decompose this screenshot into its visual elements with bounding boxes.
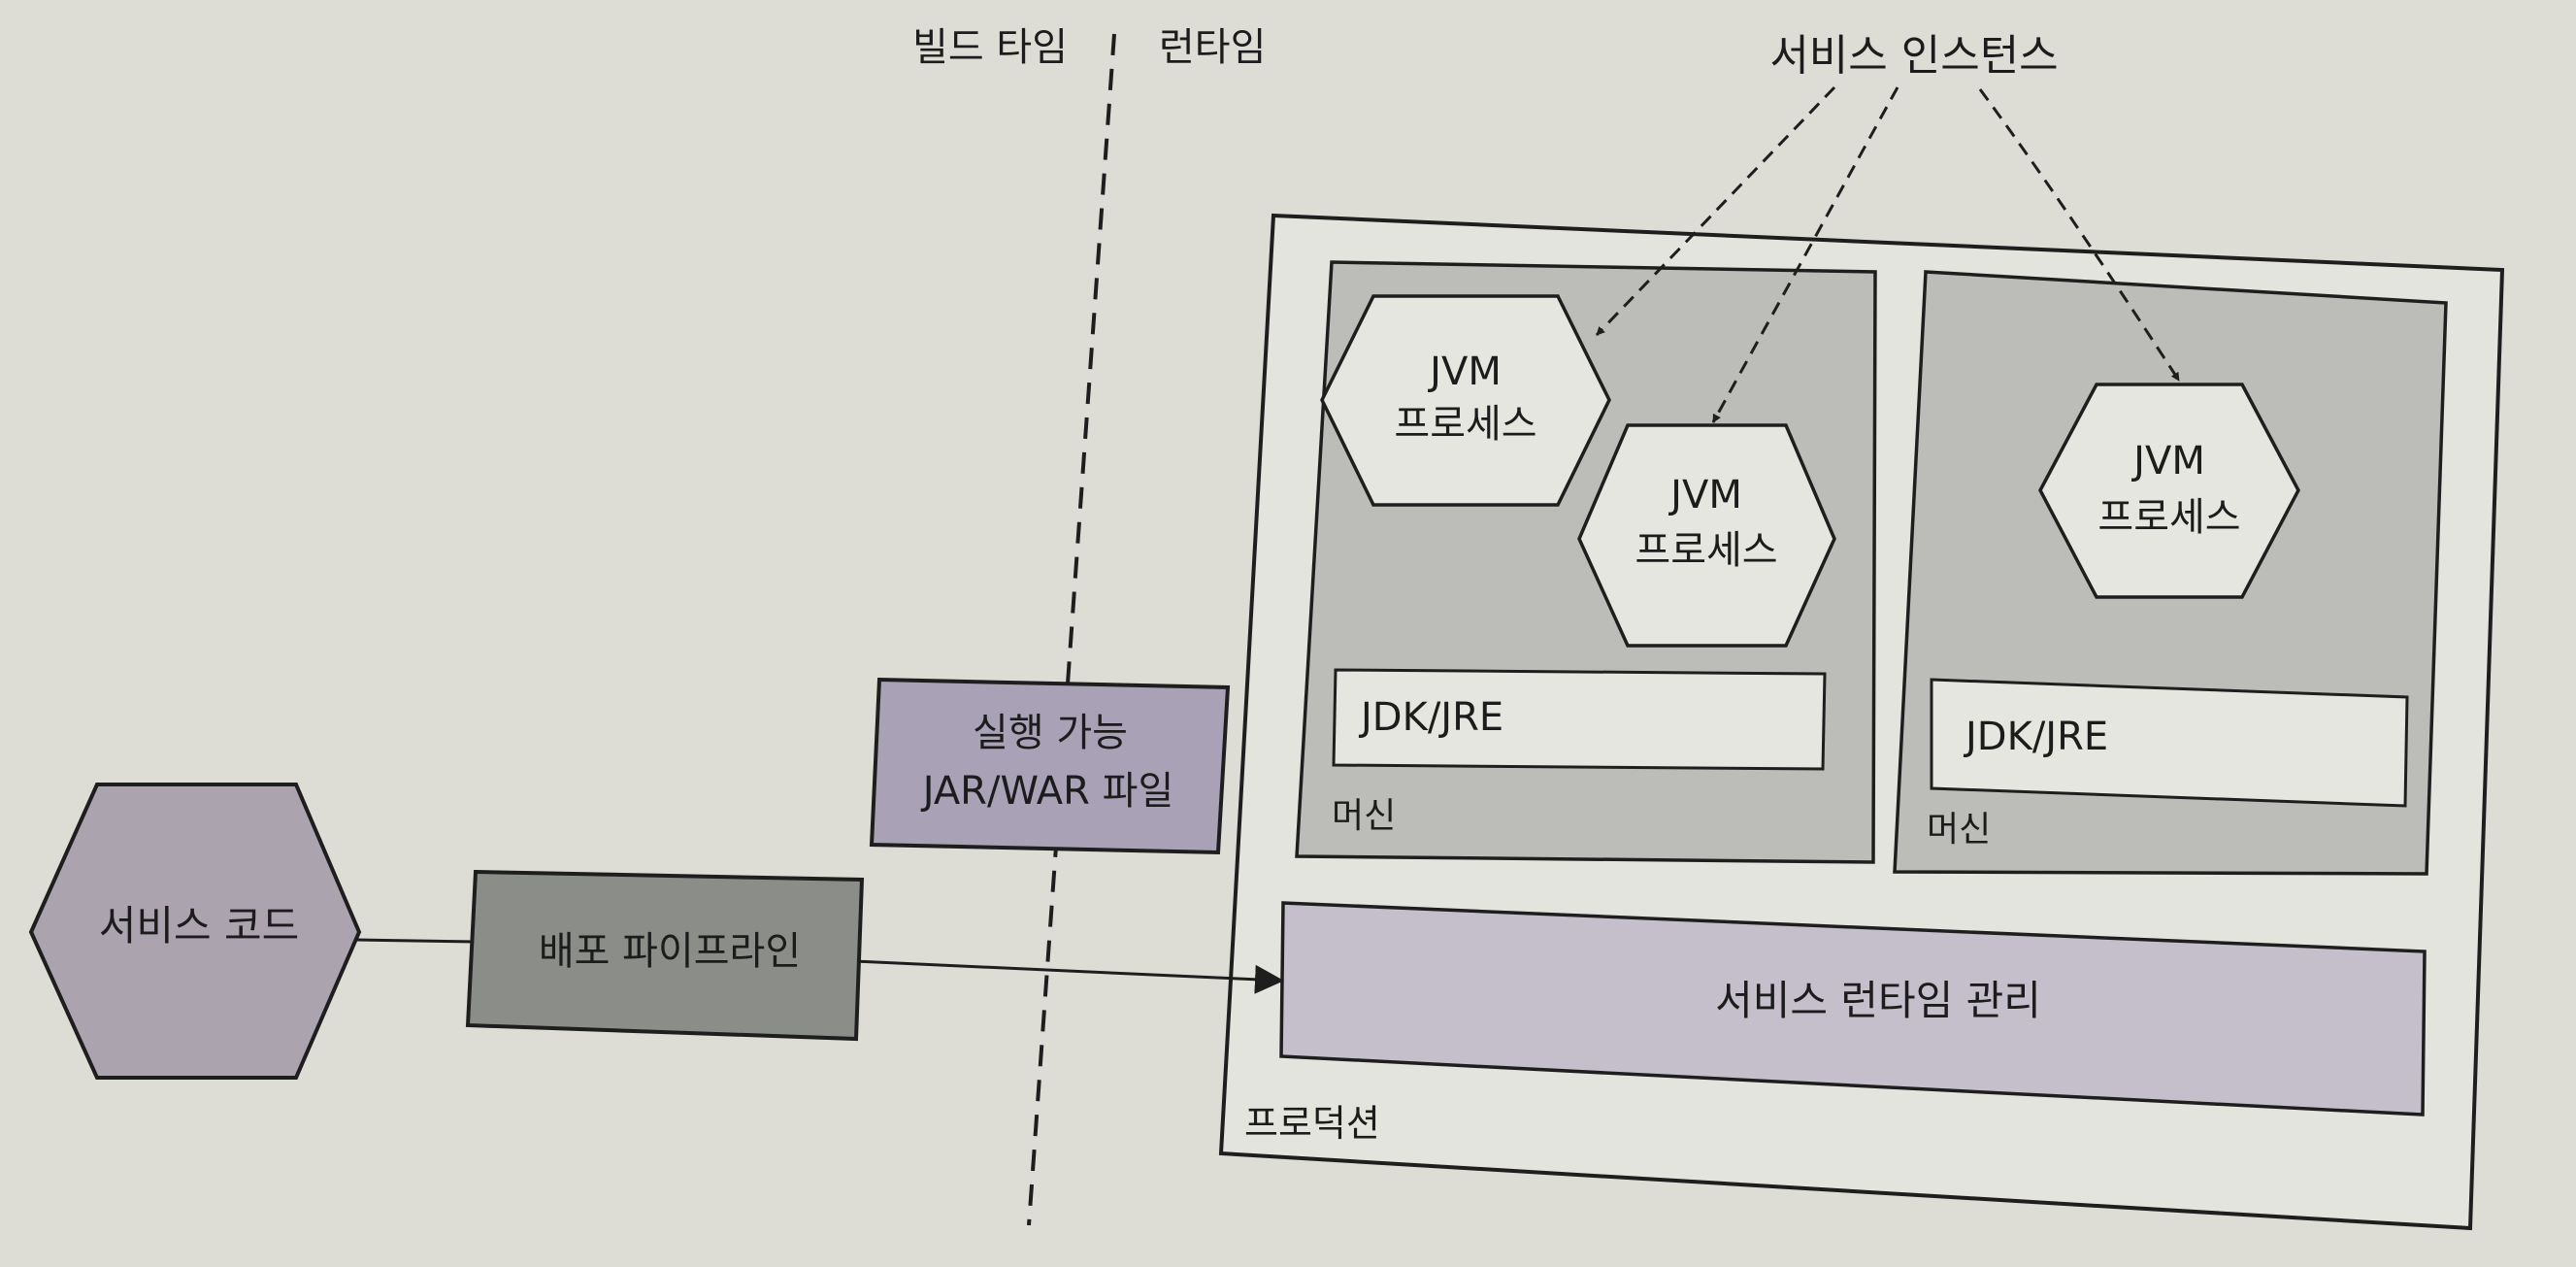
deploy-pipeline-label: 배포 파이프라인: [539, 929, 801, 974]
pipeline-to-runtime-arrow: [853, 959, 1284, 994]
jvm-process-3-line1: JVM: [2130, 439, 2205, 483]
instance-arrow-2: [1711, 86, 1899, 423]
build-runtime-divider: [1027, 33, 1116, 1226]
machine-1-label: 머신: [1332, 796, 1396, 836]
service-runtime-management-label: 서비스 런타임 관리: [1715, 977, 2041, 1024]
jvm-process-1-line2: 프로세스: [1394, 402, 1536, 447]
executable-artifact-line2: JAR/WAR 파일: [920, 769, 1174, 814]
jvm-process-2-line1: JVM: [1668, 473, 1742, 517]
jvm-process-1-line1: JVM: [1427, 350, 1502, 394]
production-label: 프로덕션: [1244, 1102, 1380, 1145]
build-time-label: 빌드 타임: [912, 25, 1068, 70]
jdk-jre-box-1: [1332, 668, 1827, 771]
runtime-label: 런타임: [1159, 25, 1266, 70]
service-code-hexagon: [28, 783, 362, 1080]
machine-2-label: 머신: [1927, 810, 1991, 850]
instance-arrow-3: [1978, 88, 2181, 382]
jdk-jre-label-1: JDK/JRE: [1358, 695, 1503, 740]
jvm-process-hexagon-3: [2038, 383, 2300, 599]
instance-arrow-1: [1595, 85, 1836, 337]
deploy-pipeline-box: [465, 869, 865, 1042]
service-code-label: 서비스 코드: [99, 902, 300, 950]
jvm-process-hexagon-1: [1320, 294, 1611, 507]
jvm-process-hexagon-2: [1577, 423, 1836, 648]
executable-artifact-line1: 실행 가능: [973, 711, 1128, 755]
jdk-jre-box-2: [1930, 678, 2409, 808]
jvm-process-2-line2: 프로세스: [1635, 528, 1777, 573]
jvm-process-3-line2: 프로세스: [2097, 495, 2240, 540]
code-to-pipeline-line: [356, 938, 477, 944]
executable-artifact-box: [869, 677, 1231, 855]
service-runtime-management-box: [1279, 901, 2427, 1117]
service-instances-label: 서비스 인스턴스: [1769, 31, 2058, 81]
jdk-jre-label-2: JDK/JRE: [1963, 715, 2108, 759]
